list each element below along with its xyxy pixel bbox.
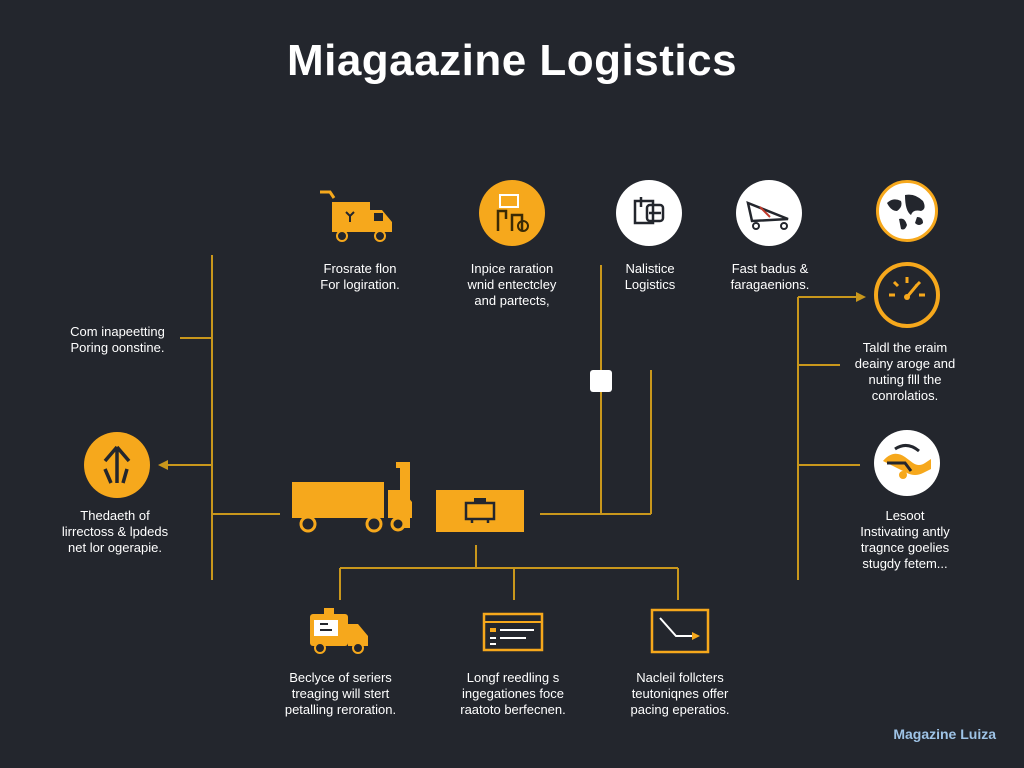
top-label-2: Inpice raration wnid entectcley and part… xyxy=(467,261,557,308)
globe-map-icon xyxy=(876,180,938,242)
speedometer-icon xyxy=(874,262,940,328)
warehouse-gear-icon xyxy=(479,180,545,246)
left-label-1: Com inapeetting Poring oonstine. xyxy=(70,324,165,355)
service-van-icon xyxy=(306,606,372,656)
delivery-truck-icon xyxy=(318,190,394,246)
left-label-2: Thedaeth of lirrectoss & lpdeds net lor … xyxy=(61,508,169,555)
bottom-label-2: Longf reedling s ingegationes foce raato… xyxy=(460,670,566,717)
parcel-box-icon xyxy=(436,490,524,532)
bottom-label-3: Nacleil follcters teutoniqnes offer paci… xyxy=(630,670,730,717)
top-label-1: Frosrate flon For logiration. xyxy=(320,261,400,292)
logistics-box-icon xyxy=(616,180,682,246)
top-label-4: Fast badus & faragaenions. xyxy=(730,261,810,292)
cargo-plane-icon xyxy=(736,180,802,246)
brand-logo-text: Magazine Luiza xyxy=(893,726,996,742)
top-label-3: Nalistice Logistics xyxy=(624,261,676,292)
tracking-screen-icon xyxy=(482,610,546,654)
cargo-truck-icon xyxy=(290,460,430,536)
direction-arrows-icon xyxy=(84,432,150,498)
right-label-2: Lesoot Instivating antly tragnce goelies… xyxy=(860,508,950,571)
bottom-label-1: Beclyce of seriers treaging will stert p… xyxy=(284,670,397,717)
page-title: Miagaazine Logistics xyxy=(286,36,738,85)
chart-arrow-icon xyxy=(650,608,710,654)
junction-node xyxy=(590,370,612,392)
handshake-icon xyxy=(874,430,940,496)
right-label-1: Taldl the eraim deainy aroge and nuting … xyxy=(854,340,956,403)
